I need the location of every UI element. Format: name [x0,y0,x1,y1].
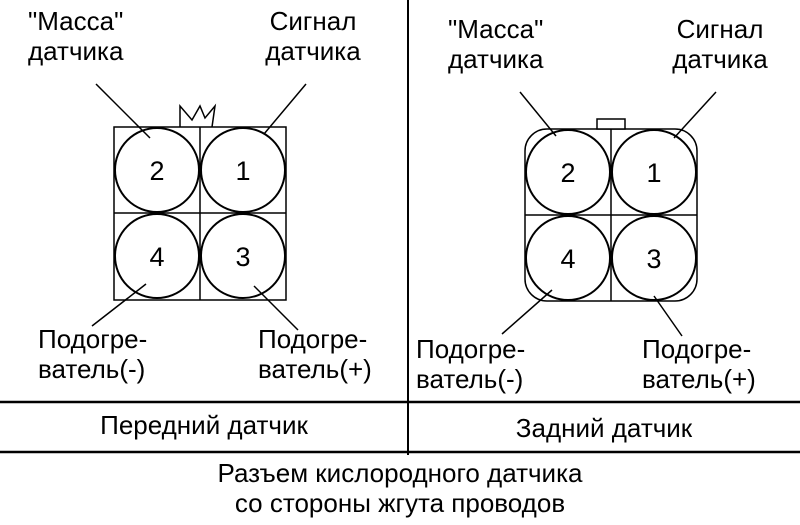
rear-heater-neg-label-line1: Подогре- [416,334,526,364]
rear-heater-neg-label-line2: ватель(-) [416,364,524,394]
rear-signal-label-line2: датчика [672,44,768,74]
front-heater-neg-label: Подогре- ватель(-) [38,324,147,384]
front-heater-pos-label: Подогре- ватель(+) [258,324,372,384]
front-sensor-caption: Передний датчик [100,410,308,440]
front-heater-neg-label-line1: Подогре- [38,324,148,354]
rear-heater-pos-leader [653,295,683,337]
rear-heater-pos-label-line1: Подогре- [642,334,752,364]
rear-ground-label-line1: "Масса" [448,14,544,44]
front-heater-pos-label-line1: Подогре- [258,324,368,354]
rear-ground-leader [519,91,557,137]
front-signal-label-line1: Сигнал [269,6,357,36]
front-pin-2-circle [114,127,200,213]
front-pin-3: 3 [235,242,250,272]
rear-pin-2: 2 [560,158,575,188]
rear-signal-label: Сигнал датчика [650,14,790,74]
diagram-title-line1: Разъем кислородного датчика [217,458,583,488]
front-signal-label: Сигнал датчика [238,6,388,66]
diagram-title: Разъем кислородного датчика со стороны ж… [0,458,800,518]
rear-pin-2-circle [525,129,611,215]
front-connector: 2 1 4 3 [91,83,307,331]
front-ground-label-line1: "Масса" [28,6,124,36]
diagram-title-line2: со стороны жгута проводов [234,488,566,518]
front-pin-1: 1 [235,156,250,186]
rear-latch [596,118,626,130]
front-heater-neg-label-line2: ватель(-) [38,354,146,384]
rear-ground-label: "Масса" датчика [448,14,543,74]
front-heater-pos-label-line2: ватель(+) [258,354,372,384]
front-heater-neg-leader [91,283,147,327]
rear-pin-4-circle [525,215,611,301]
rear-pin-1: 1 [646,158,661,188]
front-ground-label: "Масса" датчика [28,6,123,66]
rear-heater-pos-label-line2: ватель(+) [642,364,756,394]
rear-pin-3-circle [611,215,697,301]
front-heater-pos-leader [253,285,299,331]
rear-connector: 2 1 4 3 [501,91,717,337]
front-pin-2: 2 [149,156,164,186]
rear-heater-neg-label: Подогре- ватель(-) [416,334,525,394]
front-ground-label-line2: датчика [28,36,124,66]
front-signal-leader [263,83,307,135]
front-latch [179,103,217,128]
rear-pin-4: 4 [560,244,575,274]
rear-signal-label-line1: Сигнал [676,14,764,44]
front-signal-label-line2: датчика [265,36,361,66]
rear-pin-1-circle [611,129,697,215]
rear-heater-pos-label: Подогре- ватель(+) [642,334,756,394]
front-pin-1-circle [200,127,286,213]
rear-ground-label-line2: датчика [448,44,544,74]
front-pin-3-circle [200,213,286,299]
rear-pin-3: 3 [646,244,661,274]
front-ground-leader [95,83,151,139]
front-pin-4-circle [114,213,200,299]
rear-sensor-caption: Задний датчик [515,413,693,443]
rear-heater-neg-leader [501,289,553,335]
front-pin-4: 4 [149,242,164,272]
rear-signal-leader [673,91,717,139]
